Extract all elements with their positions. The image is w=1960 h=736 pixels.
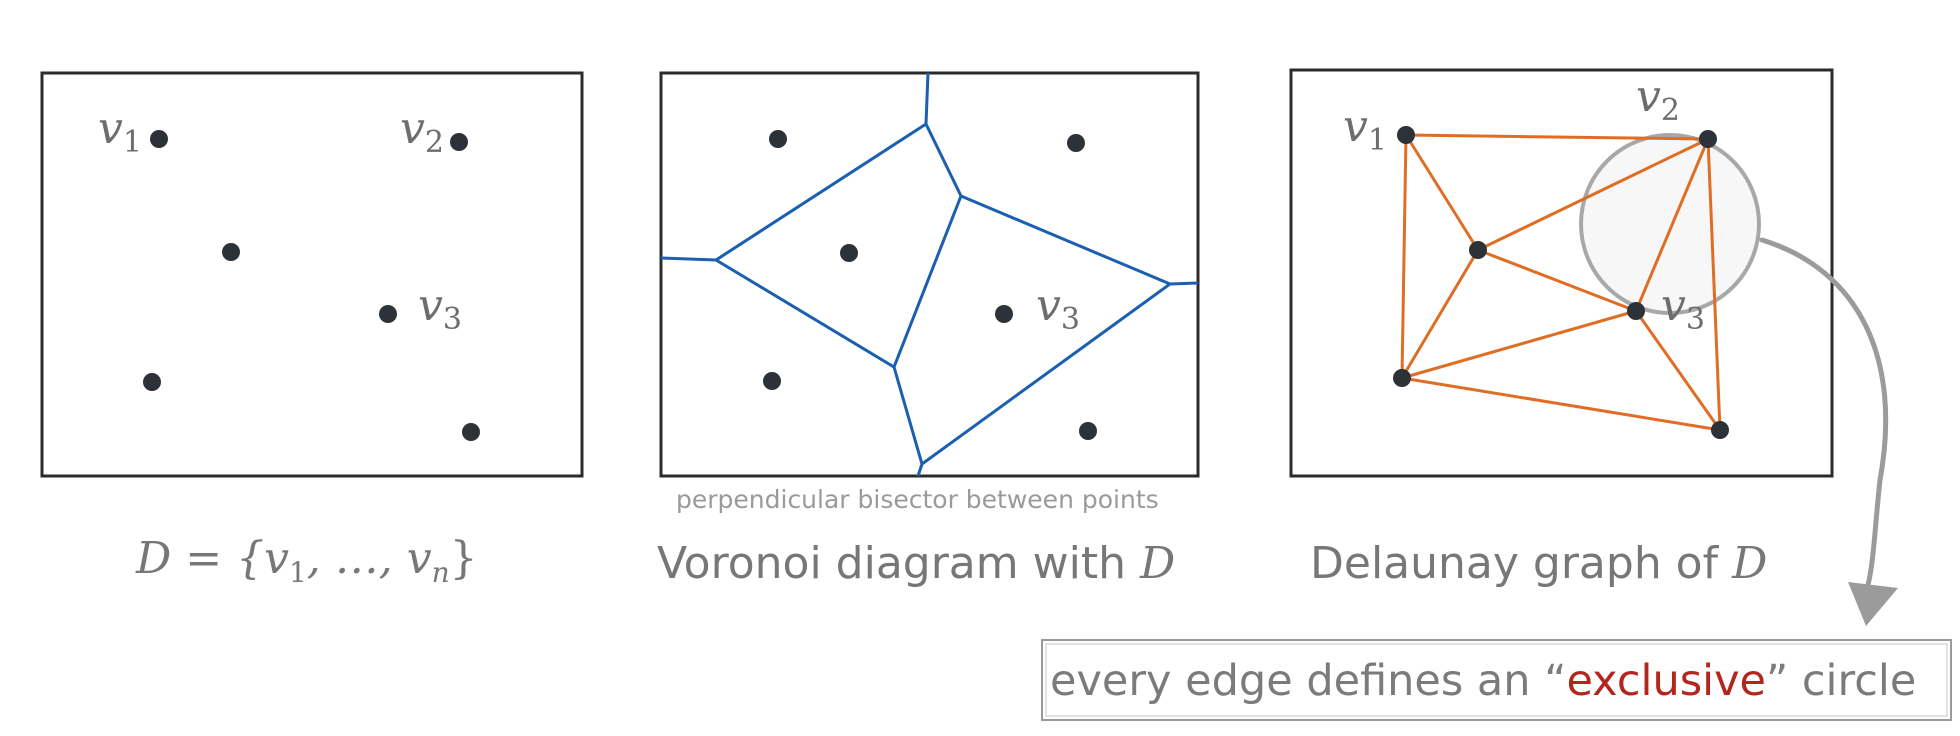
panel-delaunay-frame bbox=[1289, 68, 1834, 478]
panel-voronoi: v3 perpendicular bisector between points… bbox=[657, 71, 1200, 589]
voronoi-label-v3: v3 bbox=[1036, 280, 1080, 337]
delaunay-edge-center-v3 bbox=[1477, 248, 1637, 313]
label-v2-sub: 2 bbox=[425, 125, 444, 160]
callout-box bbox=[1041, 639, 1952, 721]
voronoi-point-top-left bbox=[769, 130, 787, 148]
panel-voronoi-frame bbox=[659, 71, 1200, 478]
voronoi-point-top-right bbox=[1067, 134, 1085, 152]
voronoi-label-v3-letter: v bbox=[1036, 280, 1061, 331]
delaunay-edge-v1-v2 bbox=[1405, 133, 1709, 141]
panel-point-set: v1 v2 v3 D = {v1, …, vn} bbox=[40, 71, 584, 589]
voronoi-point-center bbox=[840, 244, 858, 262]
voronoi-point-bottom-right bbox=[1079, 422, 1097, 440]
delaunay-label-v3: v3 bbox=[1661, 280, 1705, 337]
callout-text: every edge defines an “exclusive” circle bbox=[1050, 656, 1916, 706]
voronoi-edge-top bbox=[924, 72, 930, 125]
delaunay-label-v3-sub: 3 bbox=[1686, 302, 1705, 337]
point-bottom-left bbox=[143, 373, 161, 391]
point-v2 bbox=[450, 133, 468, 151]
point-bottom-right bbox=[462, 423, 480, 441]
voronoi-edge-inner-right bbox=[892, 194, 1174, 467]
point-center bbox=[222, 243, 240, 261]
voronoi-label-v3-sub: 3 bbox=[1061, 302, 1080, 337]
caption-point-set-mid: , …, v bbox=[307, 533, 432, 584]
bisector-note: perpendicular bisector between points bbox=[676, 485, 1159, 514]
label-v3-sub: 3 bbox=[443, 302, 462, 337]
delaunay-label-v1-letter: v bbox=[1343, 101, 1368, 152]
delaunay-edge-v3-bottom-right bbox=[1634, 310, 1722, 431]
label-v3-letter: v bbox=[418, 280, 443, 331]
caption-voronoi-text: Voronoi diagram with bbox=[657, 538, 1140, 589]
point-v1 bbox=[150, 130, 168, 148]
callout-text-before: every edge defines an “ bbox=[1050, 656, 1566, 706]
caption-delaunay: Delaunay graph of D bbox=[1310, 538, 1767, 589]
voronoi-edge-left bbox=[660, 256, 717, 262]
label-v1: v1 bbox=[98, 103, 142, 160]
caption-delaunay-var: D bbox=[1731, 538, 1767, 589]
label-v1-letter: v bbox=[98, 103, 123, 154]
exclusive-circle-callout: every edge defines an “exclusive” circle bbox=[1041, 237, 1952, 721]
caption-delaunay-text: Delaunay graph of bbox=[1310, 538, 1732, 589]
delaunay-label-v3-letter: v bbox=[1661, 280, 1686, 331]
caption-point-set-sub2: n bbox=[432, 556, 450, 589]
callout-arrow-head bbox=[1848, 582, 1898, 626]
voronoi-cell-center bbox=[715, 121, 963, 370]
label-v3: v3 bbox=[418, 280, 462, 337]
caption-point-set-suffix: } bbox=[450, 533, 478, 584]
callout-text-emph: exclusive bbox=[1566, 656, 1765, 706]
caption-point-set-sub1: 1 bbox=[289, 556, 307, 589]
delaunay-label-v2-sub: 2 bbox=[1661, 93, 1680, 128]
delaunay-point-v3 bbox=[1627, 302, 1645, 320]
delaunay-edge-v1-bottom-left bbox=[1400, 134, 1408, 379]
delaunay-edge-v3-bottom-left bbox=[1401, 309, 1637, 380]
delaunay-edge-v2-bottom-right bbox=[1706, 138, 1722, 431]
delaunay-label-v2: v2 bbox=[1636, 71, 1680, 128]
delaunay-point-v1 bbox=[1397, 126, 1415, 144]
delaunay-point-v2 bbox=[1699, 130, 1717, 148]
voronoi-point-bottom-left bbox=[763, 372, 781, 390]
label-v2-letter: v bbox=[400, 103, 425, 154]
label-v2: v2 bbox=[400, 103, 444, 160]
delaunay-edge-bottom bbox=[1401, 376, 1721, 432]
delaunay-edge-center-bottom-left bbox=[1400, 249, 1480, 379]
caption-voronoi: Voronoi diagram with D bbox=[657, 538, 1175, 589]
callout-arrow-curve bbox=[1759, 237, 1889, 588]
delaunay-point-center bbox=[1469, 241, 1487, 259]
callout-box-inner bbox=[1045, 643, 1948, 717]
delaunay-label-v1: v1 bbox=[1343, 101, 1387, 158]
voronoi-edge-right bbox=[1169, 281, 1199, 286]
delaunay-edge-v2-v3 bbox=[1634, 138, 1710, 312]
delaunay-point-bottom-left bbox=[1393, 369, 1411, 387]
label-v1-sub: 1 bbox=[123, 125, 142, 160]
caption-point-set: D = {v1, …, vn} bbox=[135, 533, 478, 589]
delaunay-label-v2-letter: v bbox=[1636, 71, 1661, 122]
panel-point-set-frame bbox=[40, 71, 584, 478]
delaunay-label-v1-sub: 1 bbox=[1368, 123, 1387, 158]
caption-point-set-prefix: D = {v bbox=[135, 533, 289, 584]
delaunay-edge-v2-center bbox=[1477, 137, 1709, 252]
voronoi-point-v3 bbox=[995, 305, 1013, 323]
delaunay-point-bottom-right bbox=[1711, 421, 1729, 439]
point-v3 bbox=[379, 305, 397, 323]
delaunay-edge-v1-center bbox=[1404, 134, 1480, 251]
callout-text-after: ” circle bbox=[1766, 656, 1916, 706]
panel-delaunay: v1 v2 v3 Delaunay graph of D bbox=[1289, 68, 1834, 589]
caption-voronoi-var: D bbox=[1139, 538, 1175, 589]
